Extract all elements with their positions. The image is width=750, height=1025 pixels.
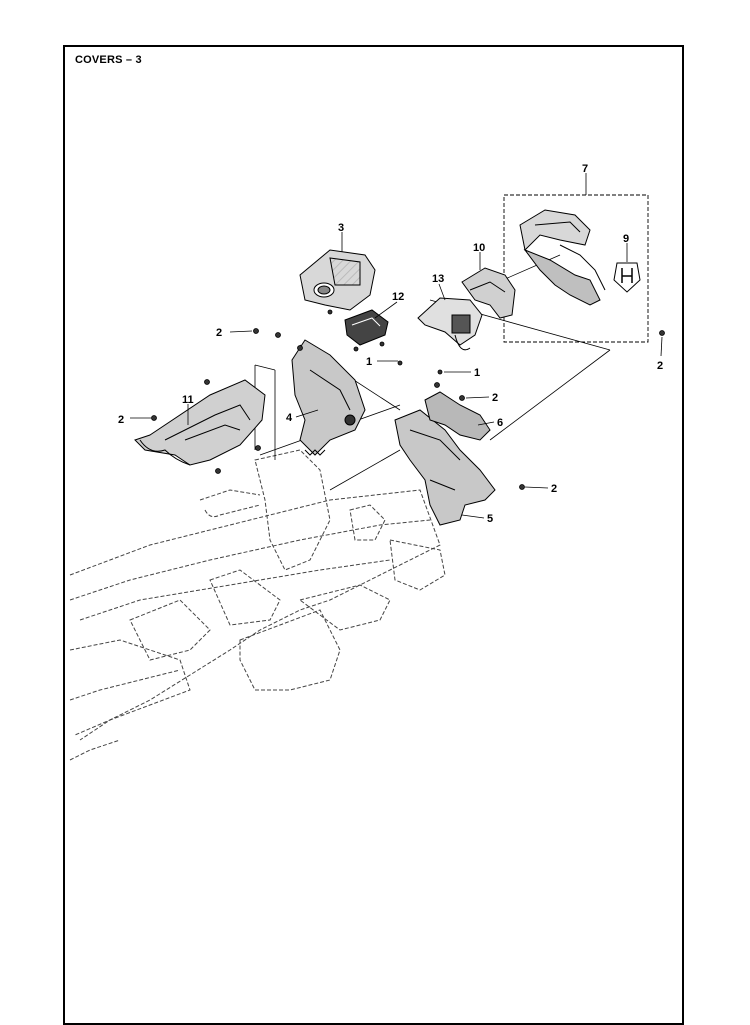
part-11-front-cover xyxy=(134,379,266,466)
page-title: COVERS – 3 xyxy=(75,54,142,66)
callout-1-b: 1 xyxy=(474,367,480,379)
callout-2-e: 2 xyxy=(551,483,557,495)
callout-6: 6 xyxy=(497,417,503,429)
part-4-side-panel xyxy=(291,339,366,456)
chassis-frame-outline xyxy=(69,449,446,761)
callout-13: 13 xyxy=(432,273,444,285)
callout-10: 10 xyxy=(473,242,485,254)
part-7-handle-cover xyxy=(519,209,606,306)
callout-leaders xyxy=(130,173,663,519)
callout-7: 7 xyxy=(582,163,588,175)
callout-9: 9 xyxy=(623,233,629,245)
part-5-side-panel xyxy=(394,409,496,526)
callout-11: 11 xyxy=(182,394,194,406)
callout-5: 5 xyxy=(487,513,493,525)
assembly-box-7 xyxy=(503,194,649,343)
callout-2-a: 2 xyxy=(216,327,222,339)
callout-2-c: 2 xyxy=(492,392,498,404)
part-6-upper-panel xyxy=(424,391,491,441)
part-13-bracket xyxy=(417,297,483,351)
part-9-badge xyxy=(613,262,641,293)
part-10-cover xyxy=(461,267,516,319)
callout-2-b: 2 xyxy=(657,360,663,372)
callout-2-d: 2 xyxy=(118,414,124,426)
callout-1-a: 1 xyxy=(366,356,372,368)
callout-12: 12 xyxy=(392,291,404,303)
callout-labels: 7 3 9 10 12 13 2 1 2 1 2 11 2 4 6 2 5 xyxy=(118,163,663,525)
callout-3: 3 xyxy=(338,222,344,234)
part-12-plate xyxy=(344,309,389,346)
part-3-dashboard-cover xyxy=(299,249,376,311)
callout-4: 4 xyxy=(286,412,293,424)
fasteners xyxy=(151,309,665,490)
